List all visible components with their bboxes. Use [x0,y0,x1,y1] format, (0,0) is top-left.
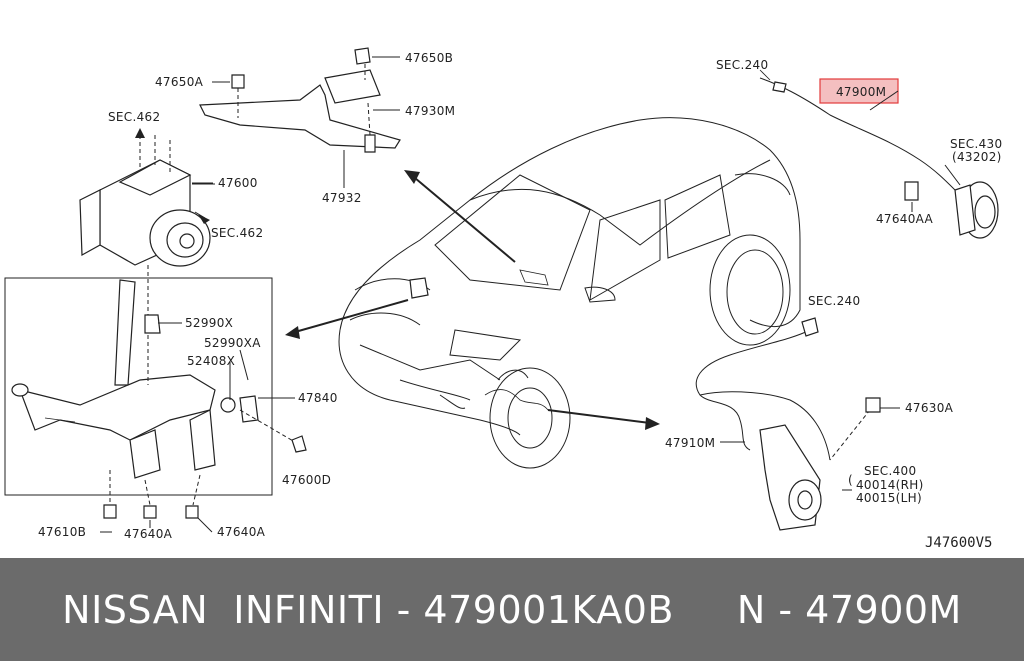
label-47910m: 47910M [665,436,715,450]
label-47610b: 47610B [38,525,86,539]
footer-part-text: NISSAN INFINITI - 479001KA0B N - 47900M [62,587,962,632]
label-sec-430: SEC.430 [950,137,1002,151]
callout-arrows [285,170,660,430]
label-sec-400: SEC.400 [864,464,916,478]
label-47640aa: 47640AA [876,212,934,226]
part-number-footer: NISSAN INFINITI - 479001KA0B N - 47900M [0,558,1024,661]
car-illustration [338,117,801,469]
label-47630a: 47630A [905,401,954,415]
diagram-svg: SEC.240 47900M SEC.430 (43202) 47640AA 4… [4,47,1002,551]
svg-text:(: ( [848,473,853,487]
yaw-sensor-assembly [199,47,401,188]
abs-actuator-unit [79,128,215,315]
label-40015: 40015(LH) [856,491,922,505]
label-47640a-right: 47640A [217,525,266,539]
label-sec-240-mid: SEC.240 [808,294,860,308]
diagram-code: J47600V5 [925,535,992,551]
part-highlight-box [819,78,899,104]
label-47650b: 47650B [405,51,453,65]
label-52990xa: 52990XA [204,336,261,350]
label-sec-462-side: SEC.462 [211,226,263,240]
label-47650a: 47650A [155,75,204,89]
label-52408x: 52408X [187,354,235,368]
label-47600d: 47600D [282,473,331,487]
label-40014: 40014(RH) [856,478,924,492]
parts-diagram: SEC.240 47900M SEC.430 (43202) 47640AA 4… [4,47,1003,551]
label-47900m: 47900M [836,85,886,99]
label-47932: 47932 [322,191,362,205]
bracket-assembly [4,277,307,519]
front-wheel-sensor [759,69,999,239]
label-52990x: 52990X [185,316,233,330]
label-sec-240-top: SEC.240 [716,58,768,72]
label-43202: (43202) [952,150,1002,164]
rear-wheel-sensor [695,317,881,531]
label-47930m: 47930M [405,104,455,118]
label-sec-462-top: SEC.462 [108,110,160,124]
part-labels: SEC.240 47900M SEC.430 (43202) 47640AA 4… [38,51,1002,551]
label-47840: 47840 [298,391,338,405]
label-47640a-left: 47640A [124,527,173,541]
leader-lines [100,56,961,533]
label-47600: 47600 [218,176,258,190]
